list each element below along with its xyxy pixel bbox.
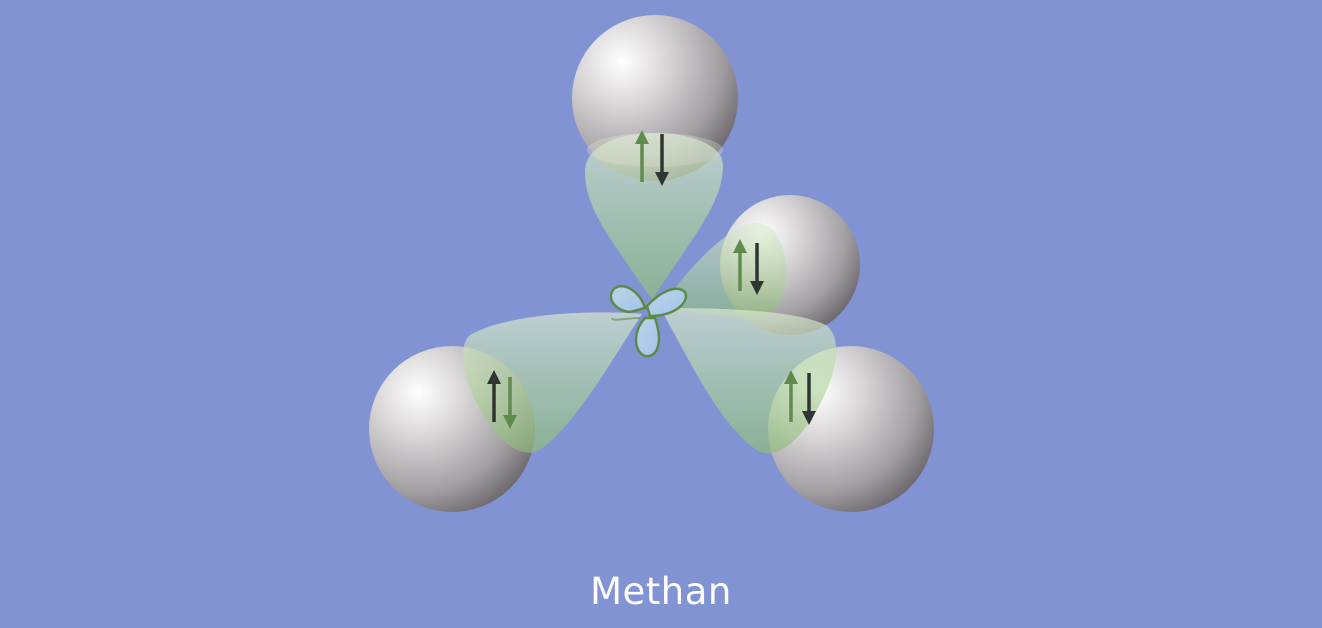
carbon-center <box>609 285 688 358</box>
sp3-lobe-top <box>585 133 723 300</box>
electron-pair-top <box>635 130 669 186</box>
diagram-caption: Methan <box>590 570 732 613</box>
electron-pair-right-back <box>733 239 764 295</box>
electron-pair-left <box>487 370 517 429</box>
electron-pair-right-front <box>784 370 816 425</box>
